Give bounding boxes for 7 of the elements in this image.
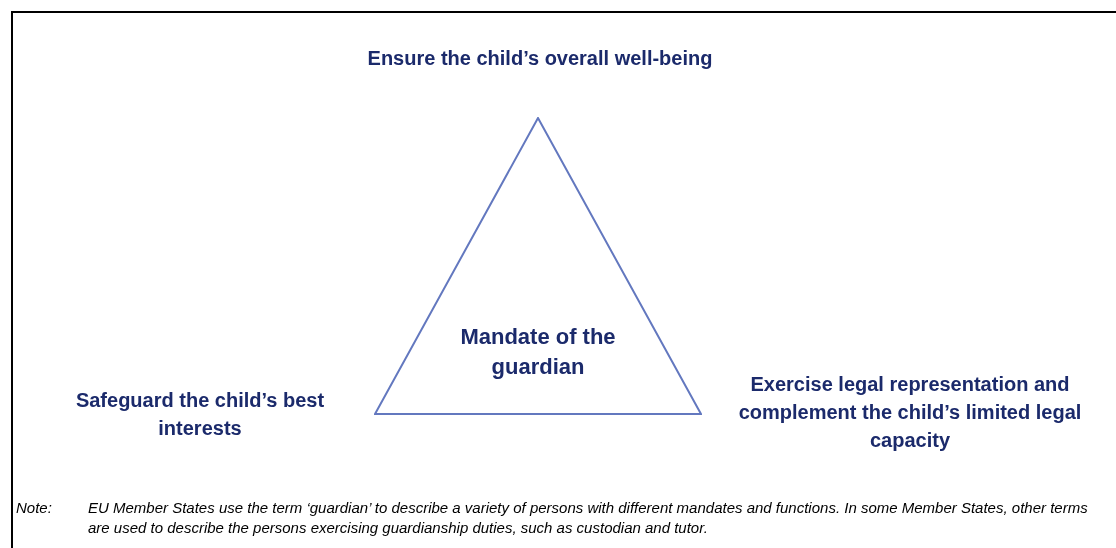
triangle-node bbox=[374, 117, 702, 415]
note-label: Note: bbox=[16, 498, 53, 518]
note-text: EU Member States use the term ‘guardian’ to describe a variety of persons with different mandates and functions. In some Member States, other terms are used to describe the persons exercising guardianship duties, such as custodian and tutor. bbox=[88, 498, 1089, 538]
corner-label: Safeguard the child’s best interests bbox=[74, 388, 326, 441]
corner-label: Exercise legal representation and complement the child’s limited legal capacity bbox=[737, 372, 1083, 453]
node-label: Mandate of the guardian bbox=[459, 323, 617, 381]
corner-label: Ensure the child’s overall well-being bbox=[366, 46, 714, 71]
